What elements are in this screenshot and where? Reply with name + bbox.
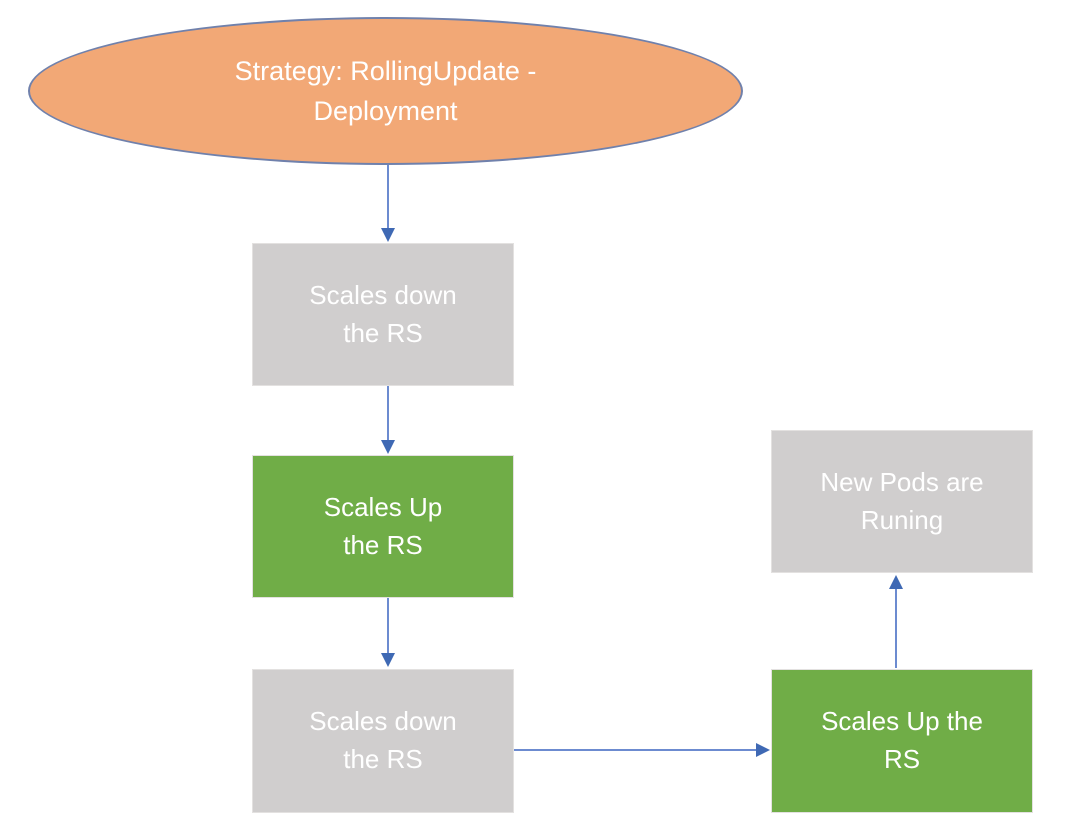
node-scales-down-rs-1: Scales down the RS [252,243,514,386]
node-new-pods-running: New Pods are Runing [771,430,1033,573]
node-strategy-rollingupdate: Strategy: RollingUpdate - Deployment [28,17,743,165]
node-scales-up-rs-2: Scales Up the RS [771,669,1033,813]
node-scales-down-rs-2: Scales down the RS [252,669,514,813]
node-scales-up-rs-1: Scales Up the RS [252,455,514,598]
